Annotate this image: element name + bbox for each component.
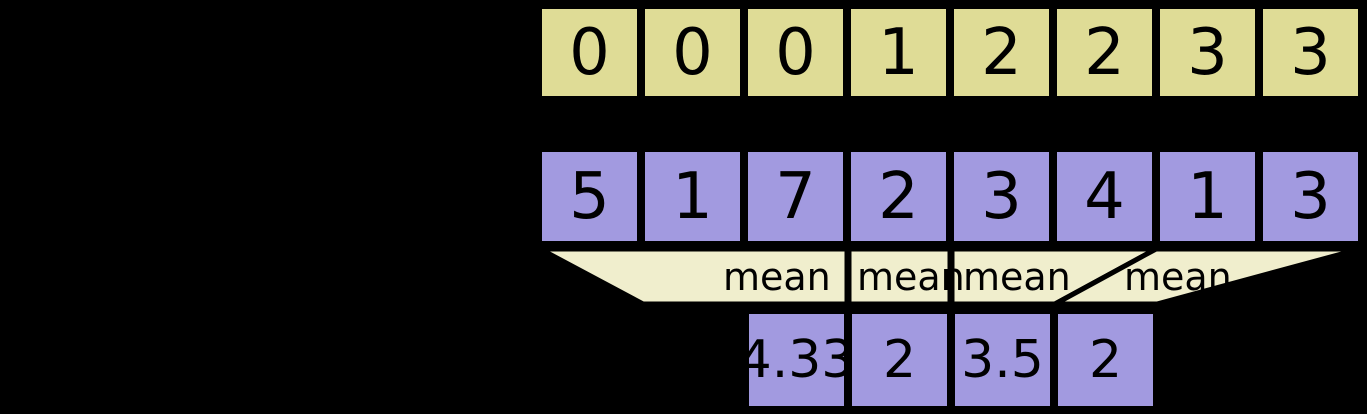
value-cell: 7 bbox=[744, 148, 847, 245]
index-cell: 0 bbox=[744, 5, 847, 100]
funnel-label-mean: mean bbox=[723, 255, 831, 299]
index-cell: 0 bbox=[538, 5, 641, 100]
value-cell: 5 bbox=[538, 148, 641, 245]
output-cell: 2 bbox=[1054, 310, 1157, 410]
value-cell: 1 bbox=[1156, 148, 1259, 245]
index-cell: 1 bbox=[847, 5, 950, 100]
index-cell: 3 bbox=[1156, 5, 1259, 100]
mean-funnel-shape bbox=[1053, 246, 1361, 307]
mean-funnel-shape bbox=[538, 246, 850, 307]
output-cell: 4.33 bbox=[739, 310, 854, 410]
funnel-label-mean: mean bbox=[963, 255, 1071, 299]
value-cell: 1 bbox=[641, 148, 744, 245]
index-cell: 2 bbox=[1053, 5, 1156, 100]
mean-funnel-shape bbox=[949, 246, 1158, 307]
index-cell: 0 bbox=[641, 5, 744, 100]
value-cell: 2 bbox=[847, 148, 950, 245]
index-cell: 2 bbox=[950, 5, 1053, 100]
value-cell: 3 bbox=[1259, 148, 1362, 245]
funnel-label-mean: mean bbox=[1124, 255, 1232, 299]
value-cell: 3 bbox=[950, 148, 1053, 245]
output-cell: 2 bbox=[848, 310, 951, 410]
value-cell: 4 bbox=[1053, 148, 1156, 245]
mean-funnel-shape bbox=[846, 246, 953, 307]
output-cell: 3.5 bbox=[951, 310, 1054, 410]
index-cell: 3 bbox=[1259, 5, 1362, 100]
funnel-label-mean: mean bbox=[857, 255, 965, 299]
